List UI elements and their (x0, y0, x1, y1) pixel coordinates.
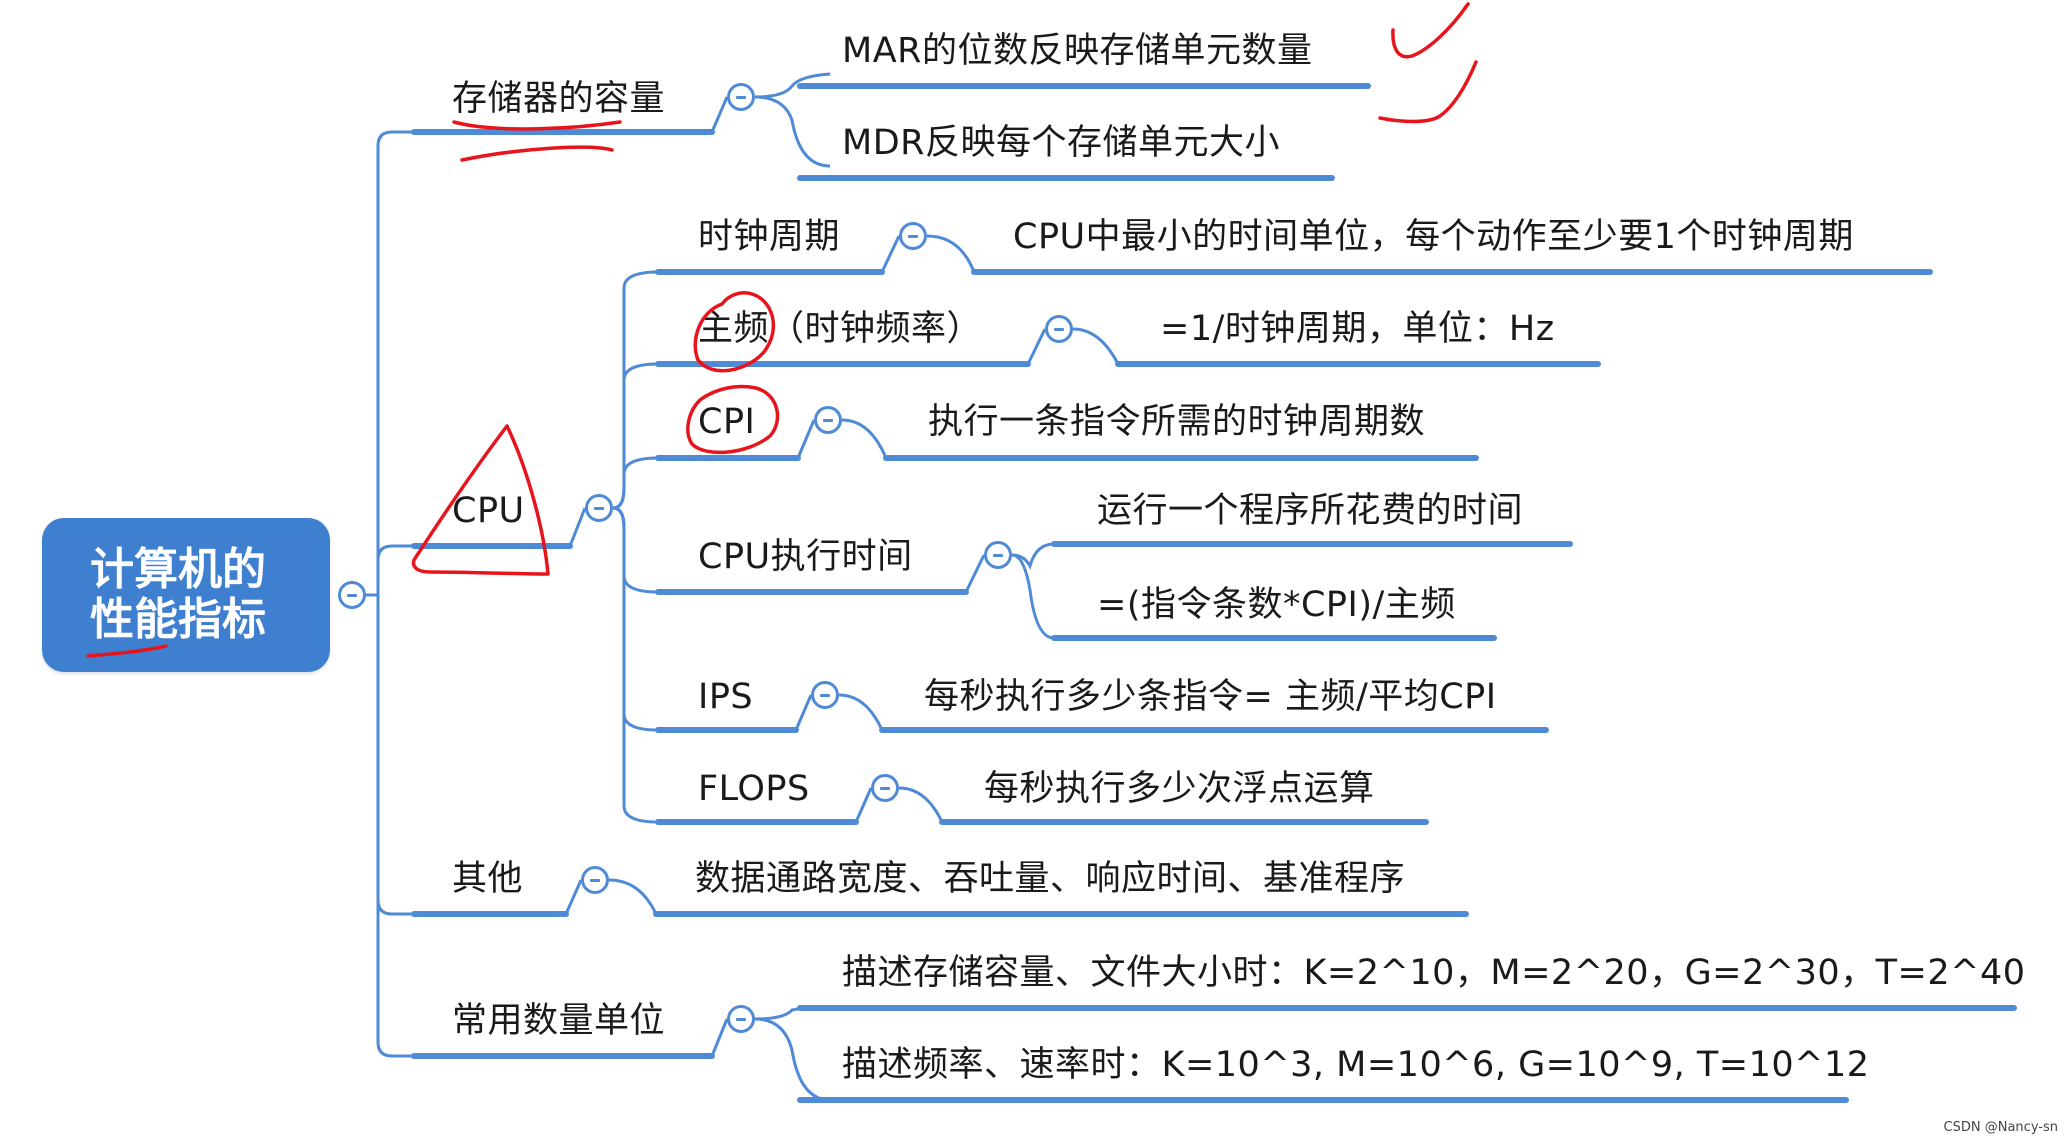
connector-cpu-item-1 (612, 362, 659, 510)
units-storage-desc[interactable]: 描述存储容量、文件大小时：K=2^10，M=2^20，G=2^30，T=2^40 (842, 953, 2026, 993)
connector-other-toggle (564, 879, 583, 915)
cpu-item-cpi[interactable]: CPI (698, 402, 756, 442)
ips-desc[interactable]: 每秒执行多少条指令= 主频/平均CPI (924, 677, 1497, 717)
topic-other[interactable]: 其他 (452, 859, 524, 899)
connector-clock-cycle-toggle (880, 235, 901, 273)
units-collapse-icon[interactable] (727, 1005, 755, 1033)
root-node[interactable]: 计算机的 性能指标 (42, 518, 330, 672)
connector-flops-desc (898, 786, 944, 823)
connector-units-toggle (710, 1018, 729, 1057)
connector-clock-frequency-desc (1072, 327, 1120, 365)
connector-storage-mar (754, 72, 831, 99)
flops-desc[interactable]: 每秒执行多少次浮点运算 (984, 769, 1375, 809)
flops-collapse-icon[interactable] (871, 774, 899, 802)
exec-time-collapse-icon[interactable] (984, 541, 1012, 569)
exec-time-desc-1[interactable]: 运行一个程序所花费的时间 (1097, 491, 1524, 531)
exec-time-desc-2[interactable]: =(指令条数*CPI)/主频 (1097, 585, 1456, 625)
ips-collapse-icon[interactable] (811, 681, 839, 709)
cpu-item-clock-cycle[interactable]: 时钟周期 (698, 217, 841, 257)
connector-units-frequency (754, 1017, 831, 1102)
connector-cpu-item-2 (612, 456, 659, 510)
cpu-item-flops[interactable]: FLOPS (698, 769, 810, 809)
topic-common-units[interactable]: 常用数量单位 (452, 1001, 666, 1041)
connector-cpu-item-5 (612, 506, 659, 824)
connector-root-other (376, 595, 414, 916)
clock-frequency-desc[interactable]: =1/时钟周期，单位：Hz (1160, 309, 1555, 349)
units-frequency-desc[interactable]: 描述频率、速率时：K=10^3, M=10^6, G=10^9, T=10^12 (842, 1045, 1870, 1085)
connector-exec-time-desc-2 (1011, 553, 1055, 640)
topic-storage-capacity[interactable]: 存储器的容量 (452, 79, 666, 119)
connector-exec-time-toggle (964, 554, 986, 593)
connector-root-units (376, 595, 414, 1058)
cpu-item-clock-frequency[interactable]: 主频（时钟频率） (698, 309, 983, 349)
root-title-line-2: 性能指标 (90, 594, 266, 645)
clock-frequency-collapse-icon[interactable] (1045, 315, 1073, 343)
cpu-item-ips[interactable]: IPS (698, 677, 754, 717)
root-title-line-1: 计算机的 (90, 544, 266, 595)
connector-cpi-desc (841, 418, 888, 459)
cpu-item-exec-time[interactable]: CPU执行时间 (698, 537, 913, 577)
connector-cpu-item-0 (612, 270, 659, 510)
connector-storage-toggle (710, 96, 729, 133)
clock-cycle-collapse-icon[interactable] (899, 222, 927, 250)
cpi-desc[interactable]: 执行一条指令所需的时钟周期数 (928, 402, 1426, 442)
topic-cpu[interactable]: CPU (452, 491, 525, 531)
connector-flops-toggle (854, 787, 873, 823)
watermark: CSDN @Nancy-sn (1943, 1120, 2058, 1135)
connector-cpu-item-4 (612, 506, 659, 732)
cpu-collapse-icon[interactable] (585, 494, 613, 522)
connector-ips-toggle (794, 694, 813, 731)
other-desc[interactable]: 数据通路宽度、吞吐量、响应时间、基准程序 (695, 859, 1406, 899)
storage-mdr-note[interactable]: MDR反映每个存储单元大小 (842, 123, 1280, 163)
connector-clock-frequency-toggle (1026, 328, 1047, 365)
other-collapse-icon[interactable] (581, 866, 609, 894)
connector-clock-cycle-desc (926, 234, 976, 273)
clock-cycle-desc[interactable]: CPU中最小的时间单位，每个动作至少要1个时钟周期 (1013, 217, 1854, 257)
connector-root-cpu (376, 544, 414, 595)
root-collapse-icon[interactable] (338, 581, 366, 609)
cpi-collapse-icon[interactable] (814, 406, 842, 434)
connector-storage-mdr (754, 95, 831, 168)
connector-ips-desc (838, 693, 884, 731)
connector-cpu-toggle (568, 507, 587, 547)
storage-collapse-icon[interactable] (727, 83, 755, 111)
storage-mar-note[interactable]: MAR的位数反映存储单元数量 (842, 31, 1313, 71)
connector-cpu-item-3 (612, 506, 659, 594)
connector-other-desc (608, 878, 658, 915)
connector-cpi-toggle (796, 419, 816, 459)
connector-root-storage (376, 130, 414, 595)
connector-exec-time-desc-1 (1011, 542, 1055, 570)
